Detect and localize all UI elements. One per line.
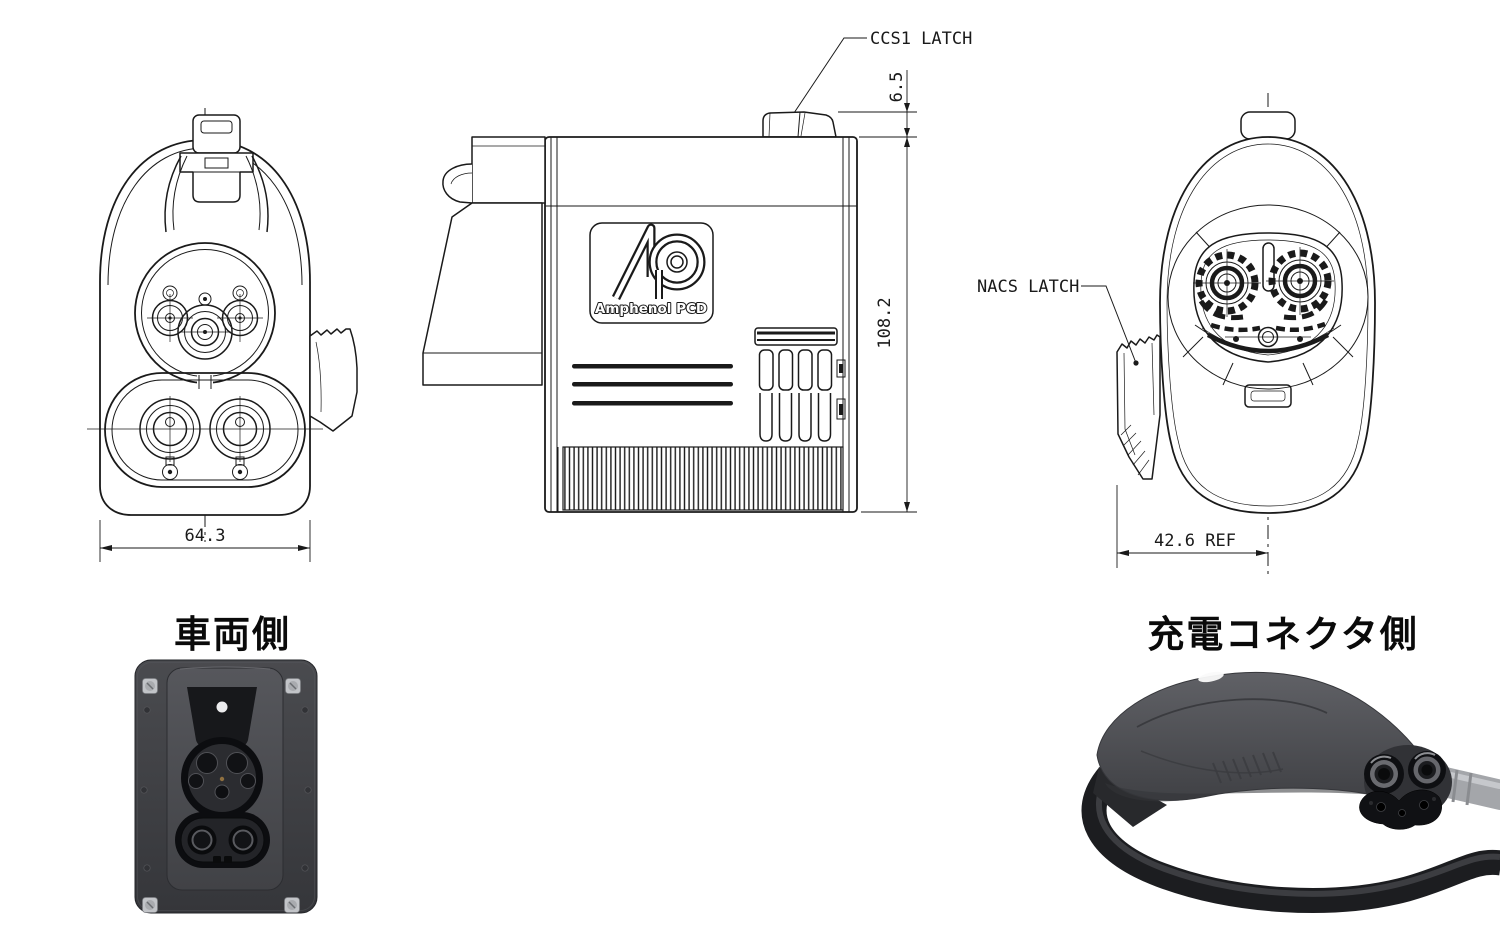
ac-socket-ring (134, 242, 276, 389)
nacs-latch-profile (1116, 334, 1161, 480)
vehicle-inlet-photo (134, 659, 318, 914)
ccs-latch-label: CCS1 LATCH (870, 29, 972, 49)
connector-handle (1096, 671, 1435, 805)
charging-connector-photo (1081, 671, 1500, 913)
ccs-latch-leader (791, 37, 867, 117)
plate-dimples (140, 706, 312, 872)
connector-face (1359, 745, 1452, 830)
ac-pins (147, 285, 263, 360)
corner-screws (142, 678, 301, 913)
face-pin-left (1364, 754, 1404, 794)
latch-pin-dot (216, 701, 228, 713)
radial-spokes (1182, 231, 1354, 386)
handle-seam (1136, 698, 1328, 728)
side-latch-profile (309, 328, 358, 432)
side-view-drawing: CCS1 LATCH (422, 29, 972, 513)
side-latch-inner-line (315, 341, 322, 413)
dim-body-height-text: 108.2 (875, 297, 895, 348)
receptacle-outer-circle (1167, 204, 1369, 390)
rear-view-drawing: NACS LATCH 42.6 REF (977, 93, 1376, 577)
dimension-nacs-ref: 42.6 REF (1116, 485, 1268, 568)
latch-hatching (1120, 424, 1150, 476)
lower-contact-details (1194, 298, 1342, 354)
dimension-latch-height: 6.5 (838, 70, 917, 138)
dim-width-text: 64.3 (185, 526, 226, 546)
dc-socket-oval (87, 372, 323, 488)
amphenol-logo: Amphenol PCD (589, 222, 714, 324)
vent-slot-block (754, 327, 846, 442)
center-divider-slot (1262, 242, 1275, 292)
nacs-latch-leader (1081, 285, 1137, 364)
face-pin-right (1408, 751, 1446, 789)
charging-cable (1081, 766, 1500, 913)
body-inner-line (1166, 143, 1369, 507)
grip-texture (1212, 751, 1282, 784)
plate-edge-highlight (137, 662, 315, 911)
caption-charging-connector-side: 充電コネクタ側 (1147, 613, 1419, 656)
dc-socket-photo (175, 812, 270, 868)
ccs-latch-front (164, 114, 269, 233)
nacs-dc-pins (1193, 247, 1334, 317)
ac-socket-photo (181, 737, 263, 819)
connector-body-outline (99, 139, 311, 516)
glare-highlight (1198, 671, 1224, 683)
caption-vehicle-side: 車両側 (174, 613, 291, 656)
dim-nacs-ref-text: 42.6 REF (1154, 531, 1236, 551)
face-lower-wing (1359, 789, 1442, 830)
grip-ridges (572, 364, 733, 406)
dim-latch-height-text: 6.5 (887, 72, 907, 103)
ccs-latch-side (762, 111, 837, 138)
pilot-pin-gold (219, 776, 225, 782)
amphenol-logo-monogram (611, 223, 706, 301)
amphenol-logo-text: Amphenol PCD (595, 301, 707, 317)
nacs-latch-label: NACS LATCH (977, 277, 1079, 297)
panel-highlight (179, 666, 271, 670)
top-tab (1240, 111, 1296, 140)
dimension-body-height: 108.2 (861, 137, 917, 513)
front-view-drawing: 64.3 (87, 108, 358, 562)
bottom-key-tab (1244, 384, 1292, 408)
dimension-width: 64.3 (99, 520, 311, 562)
ribbed-band (557, 446, 844, 512)
release-lever-and-nose (422, 136, 546, 386)
